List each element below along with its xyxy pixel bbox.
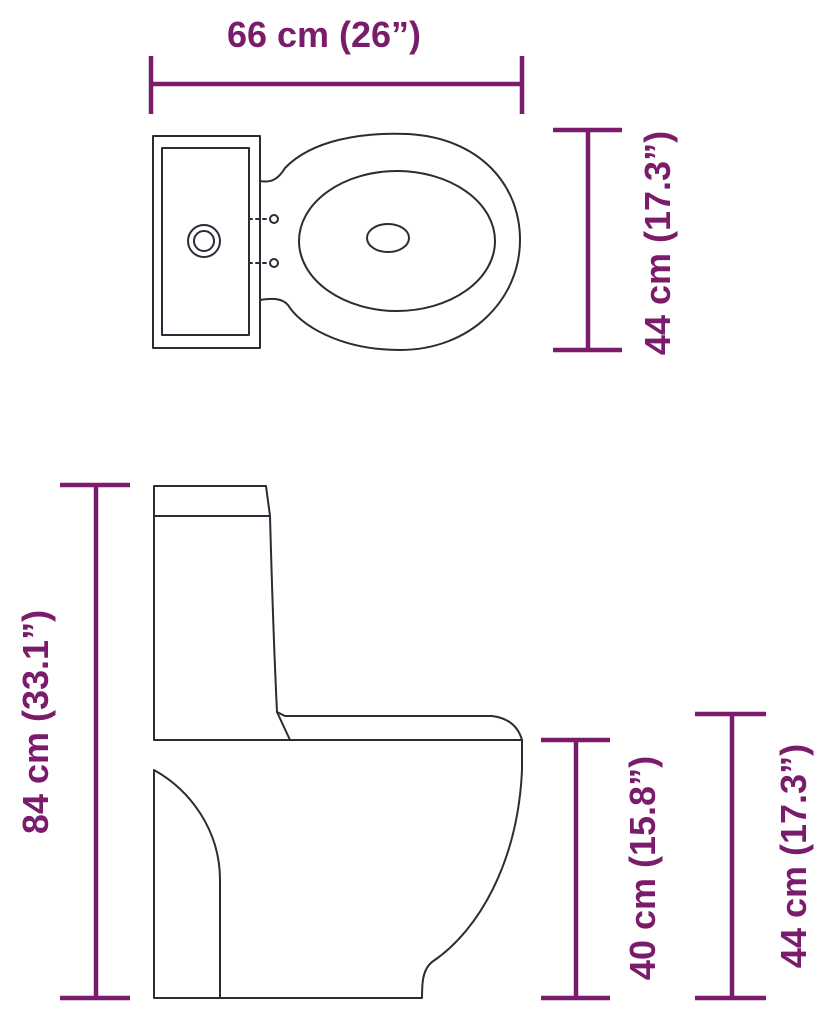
- tank-body: [153, 515, 291, 741]
- dim-depth-top-label: 44 cm (17.3”): [637, 131, 678, 355]
- dim-depth-top: 44 cm (17.3”): [553, 127, 678, 355]
- dim-height-total: 84 cm (33.1”): [15, 482, 130, 1001]
- dim-seat-height: 40 cm (15.8”): [541, 737, 663, 1001]
- hinge-bolt-bottom: [269, 258, 279, 268]
- flush-button: [187, 224, 221, 258]
- top-bowl-outer: [259, 132, 521, 351]
- flush-button-inner: [193, 230, 215, 252]
- dim-width-top-label: 66 cm (26”): [227, 14, 421, 55]
- top-tank-inner: [161, 147, 250, 336]
- bowl-body: [153, 739, 523, 999]
- tank-lid: [153, 485, 271, 517]
- drain-hole: [366, 223, 410, 253]
- top-bowl-inner: [298, 170, 496, 312]
- dim-width-top: 66 cm (26”): [148, 14, 525, 114]
- dim-side-depth-label: 44 cm (17.3”): [773, 744, 814, 968]
- top-tank-outer: [152, 135, 261, 349]
- dim-seat-height-label: 40 cm (15.8”): [622, 756, 663, 980]
- top-view: [152, 132, 521, 351]
- hinge-bolt-top: [269, 214, 279, 224]
- side-view: [153, 485, 523, 999]
- dim-side-depth: 44 cm (17.3”): [695, 711, 814, 1001]
- dim-height-total-label: 84 cm (33.1”): [15, 610, 56, 834]
- seat-lid: [276, 711, 523, 741]
